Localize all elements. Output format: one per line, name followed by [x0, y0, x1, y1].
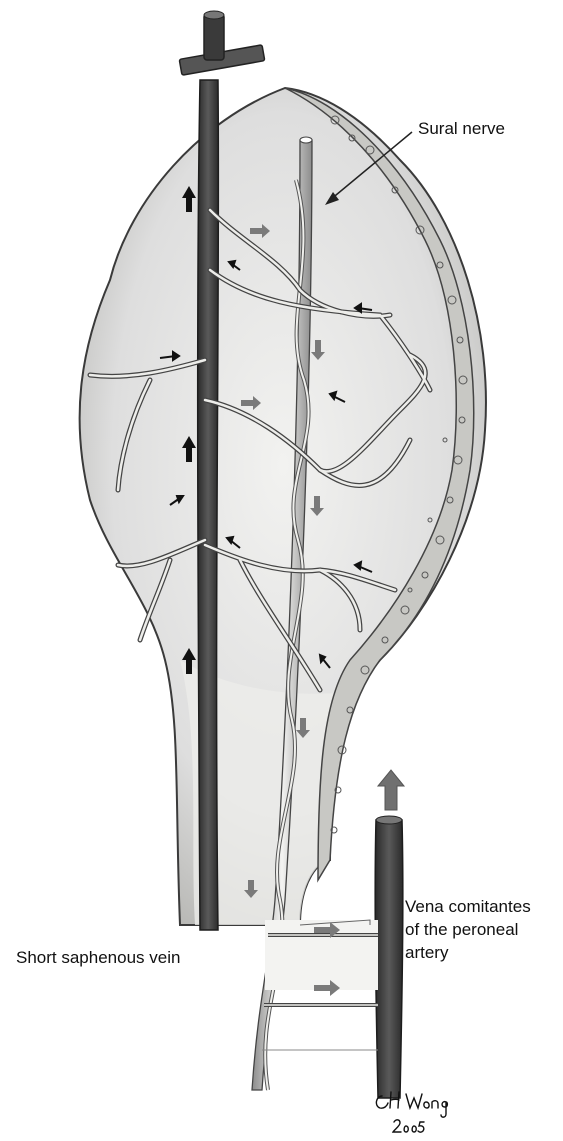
vena-comitantes-label-line2: of the peroneal: [405, 918, 531, 941]
sural-nerve-label: Sural nerve: [418, 117, 505, 140]
vena-comitantes-label-line1: Vena comitantes: [405, 895, 531, 918]
vena-comitantes-cut-end: [376, 816, 402, 824]
vena-comitantes-vessel: [375, 820, 403, 1098]
arrow-up-icon: [378, 770, 404, 810]
artist-signature: [370, 1088, 460, 1138]
short-saphenous-vein: [198, 80, 219, 930]
sural-nerve-cut-end: [300, 137, 312, 143]
vena-comitantes-label-line3: artery: [405, 941, 531, 964]
vena-comitantes-label: Vena comitantes of the peroneal artery: [405, 895, 531, 964]
short-saphenous-vein-label: Short saphenous vein: [16, 946, 180, 969]
vein-ligature-clamp: [179, 11, 265, 75]
